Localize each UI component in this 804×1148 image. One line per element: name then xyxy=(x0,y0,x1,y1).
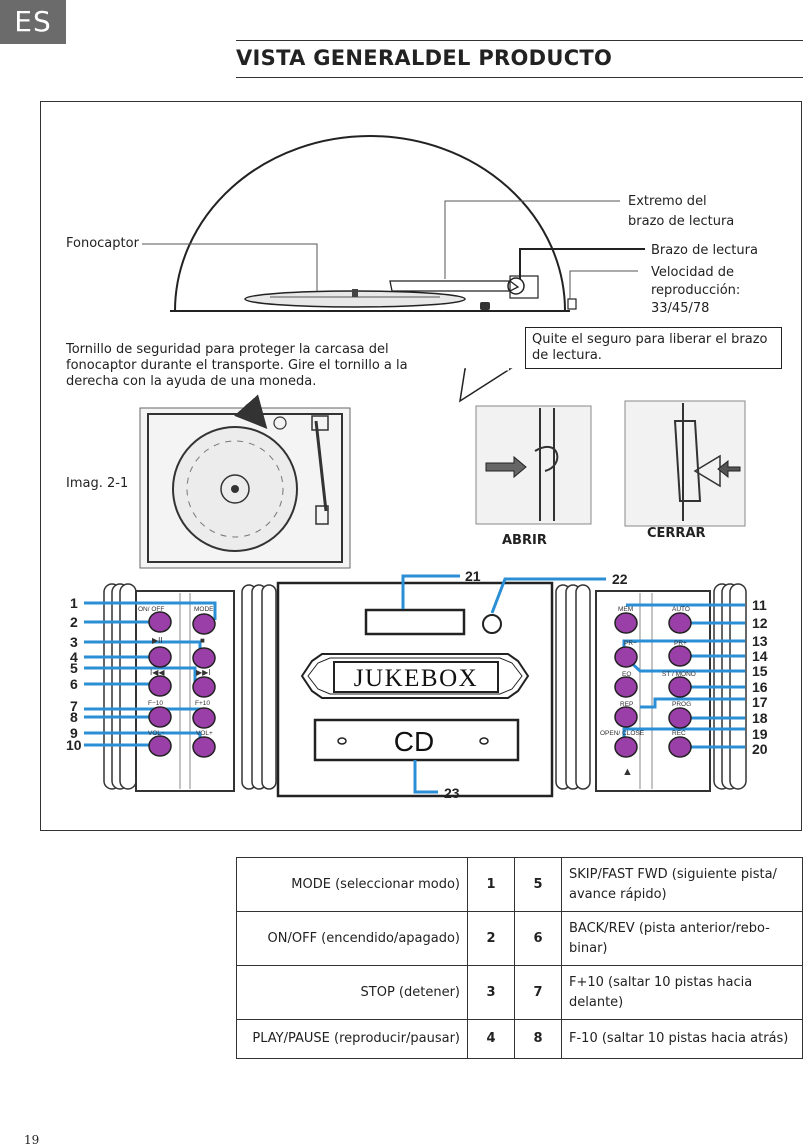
legend-right-desc: F+10 (saltar 10 pistas hacia delante) xyxy=(561,965,803,1020)
btn-label-mem: MEM xyxy=(618,606,633,613)
btn-label-vol-plus: VOL+ xyxy=(196,730,213,737)
btn-label-st-mono: ST / MONO xyxy=(662,671,696,678)
callout-15: 15 xyxy=(752,663,768,679)
label-velocidad-line3: 33/45/78 xyxy=(651,301,710,316)
page-number: 19 xyxy=(24,1133,40,1147)
callout-16: 16 xyxy=(752,679,768,695)
callout-11: 11 xyxy=(752,597,767,613)
btn-label-stop: ■ xyxy=(200,636,205,645)
header-rule-top xyxy=(236,40,803,41)
callout-14: 14 xyxy=(752,648,768,664)
jukebox-display-text: JUKEBOX xyxy=(354,665,478,692)
lock-open-image xyxy=(475,405,592,525)
legend-number: 4 xyxy=(467,1019,515,1059)
blue-callout-lines xyxy=(84,574,745,794)
label-fonocaptor: Fonocaptor xyxy=(66,236,139,251)
legend-right-desc: F-10 (saltar 10 pistas hacia atrás) xyxy=(561,1019,803,1059)
btn-label-vol-minus: VOL− xyxy=(148,730,165,737)
callout-5: 5 xyxy=(70,660,78,676)
table-row: MODE (seleccionar modo) 1 5 SKIP/FAST FW… xyxy=(236,857,803,912)
legend-number: 6 xyxy=(514,911,562,966)
eject-icon: ▲ xyxy=(622,766,633,778)
page-title: VISTA GENERALDEL PRODUCTO xyxy=(236,46,613,70)
label-extremo-line1: Extremo del xyxy=(628,194,707,209)
callout-12: 12 xyxy=(752,615,768,631)
callout-4: 4 xyxy=(70,649,78,665)
label-cerrar: CERRAR xyxy=(647,526,706,541)
callout-7: 7 xyxy=(70,698,78,714)
btn-label-prev: I◀◀ xyxy=(150,668,165,677)
language-tab: ES xyxy=(0,0,66,44)
callout-19: 19 xyxy=(752,726,768,742)
btn-label-f-minus-10: F−10 xyxy=(148,700,163,707)
btn-label-f-plus-10: F+10 xyxy=(195,700,210,707)
btn-label-prog: PROG xyxy=(672,701,691,708)
cd-slot-text: CD xyxy=(394,726,434,757)
panel-button-labels: ON/ OFF MODE ▶II ■ I◀◀ ▶▶I F−10 F+10 VOL… xyxy=(138,606,696,778)
screw-note: Tornillo de seguridad para proteger la c… xyxy=(66,342,408,389)
legend-number: 2 xyxy=(467,911,515,966)
label-abrir: ABRIR xyxy=(502,533,547,548)
callout-10: 10 xyxy=(66,737,82,753)
legend-number: 3 xyxy=(467,965,515,1020)
legend-right-desc: SKIP/FAST FWD (siguiente pista/ avance r… xyxy=(561,857,803,912)
legend-right-desc: BACK/REV (pista anterior/rebo- binar) xyxy=(561,911,803,966)
note-pointer xyxy=(459,368,513,403)
btn-label-rec: REC xyxy=(672,730,686,737)
btn-label-eq: EQ xyxy=(622,671,631,678)
callout-8: 8 xyxy=(70,709,78,725)
callout-numbers: 1 2 3 4 5 6 7 8 9 10 11 12 13 14 15 16 1… xyxy=(66,568,768,801)
callout-22: 22 xyxy=(612,571,628,587)
lock-closed-image xyxy=(624,400,746,527)
callout-21: 21 xyxy=(465,568,481,584)
callout-13: 13 xyxy=(752,633,768,649)
button-legend-table: MODE (seleccionar modo) 1 5 SKIP/FAST FW… xyxy=(236,857,803,1059)
btn-label-open-close: OPEN/ CLOSE xyxy=(600,730,645,737)
btn-label-auto: AUTO xyxy=(672,606,690,613)
legend-left-desc: PLAY/PAUSE (reproducir/pausar) xyxy=(236,1019,468,1059)
callout-1: 1 xyxy=(70,595,78,611)
btn-label-play-pause: ▶II xyxy=(152,636,163,645)
panel-buttons xyxy=(148,611,692,758)
unlock-note: Quite el seguro para liberar el brazo de… xyxy=(525,327,782,369)
callout-9: 9 xyxy=(70,725,78,741)
legend-number: 8 xyxy=(514,1019,562,1059)
callout-23: 23 xyxy=(444,785,460,801)
legend-number: 7 xyxy=(514,965,562,1020)
callout-3: 3 xyxy=(70,634,78,650)
btn-label-next: ▶▶I xyxy=(196,668,211,677)
callout-2: 2 xyxy=(70,614,78,630)
legend-left-desc: STOP (detener) xyxy=(236,965,468,1020)
legend-number: 1 xyxy=(467,857,515,912)
legend-left-desc: MODE (seleccionar modo) xyxy=(236,857,468,912)
label-velocidad-line1: Velocidad de xyxy=(651,265,735,280)
turntable-top-view xyxy=(139,394,351,569)
legend-number: 5 xyxy=(514,857,562,912)
table-row: PLAY/PAUSE (reproducir/pausar) 4 8 F-10 … xyxy=(236,1019,803,1059)
btn-label-pr-plus: PR+ xyxy=(674,640,687,647)
product-illustration: ON/ OFF MODE ▶II ■ I◀◀ ▶▶I F−10 F+10 VOL… xyxy=(66,135,768,801)
label-brazo: Brazo de lectura xyxy=(651,243,758,258)
btn-label-mode: MODE xyxy=(194,606,214,613)
btn-label-pr-minus: PR− xyxy=(624,640,637,647)
label-extremo-line2: brazo de lectura xyxy=(628,214,735,229)
btn-label-rep: REP xyxy=(620,701,633,708)
table-row: STOP (detener) 3 7 F+10 (saltar 10 pista… xyxy=(236,965,803,1020)
callout-20: 20 xyxy=(752,741,768,757)
callout-17: 17 xyxy=(752,694,768,710)
header-rule-bottom xyxy=(236,77,803,78)
btn-label-on-off: ON/ OFF xyxy=(138,606,164,613)
callout-6: 6 xyxy=(70,676,78,692)
callout-18: 18 xyxy=(752,710,768,726)
legend-left-desc: ON/OFF (encendido/apagado) xyxy=(236,911,468,966)
label-velocidad-line2: reproducción: xyxy=(651,283,741,298)
turntable-side-view xyxy=(142,135,645,312)
table-row: ON/OFF (encendido/apagado) 2 6 BACK/REV … xyxy=(236,911,803,966)
image-caption: Imag. 2-1 xyxy=(66,476,129,491)
